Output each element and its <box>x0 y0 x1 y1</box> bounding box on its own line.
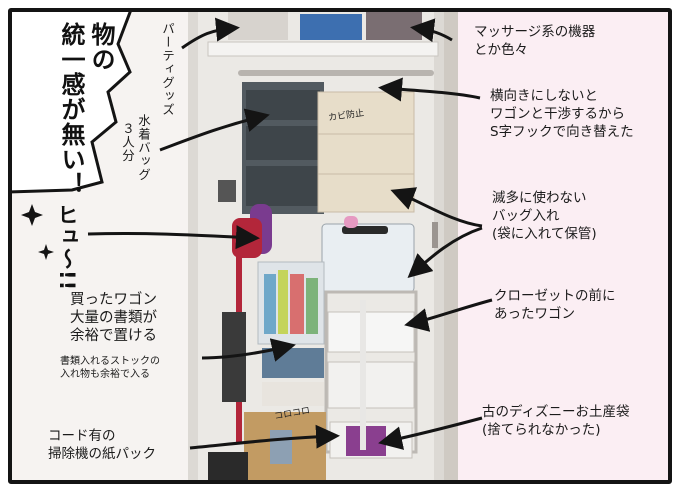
sound-effect: ヒュ〜!! <box>55 204 79 292</box>
party-goods-box <box>228 12 288 40</box>
label-bought-wagon-line1: 買ったワゴン <box>70 292 157 308</box>
door-latch <box>432 222 438 248</box>
label-massage-line1: マッサージ系の機器 <box>474 24 596 40</box>
label-rare-bags-line1: 滅多に使わない <box>492 190 587 206</box>
label-wagon-front-line1: クローゼットの前に <box>494 288 616 304</box>
wall-mount <box>222 312 246 402</box>
speech-bubble-line1: 統一感が無い！ <box>57 22 85 197</box>
label-disney-line2: (捨てられなかった) <box>482 422 601 438</box>
label-swim-bags: 水着バッグ <box>136 114 151 182</box>
label-vacuum-pack-line1: コード有の <box>48 428 116 444</box>
label-s-hook-line2: ワゴンと干渉するから <box>490 106 625 122</box>
vacuum-handle <box>218 180 236 202</box>
hanging-rod <box>238 70 434 76</box>
massage-items <box>366 12 422 40</box>
label-rare-bags-line2: バッグ入れ <box>492 208 560 224</box>
label-vacuum-pack-line2: 掃除機の紙パック <box>48 446 156 462</box>
blue-basket <box>300 14 362 40</box>
label-s-hook-line1: 横向きにしないと <box>490 88 598 104</box>
label-bought-wagon-line2: 大量の書類が <box>70 310 157 326</box>
label-swim-bags-count: ３人分 <box>120 122 135 163</box>
pink-item <box>344 216 358 228</box>
vacuum-pack-box <box>270 430 292 464</box>
label-disney-line1: 古のディズニーお土産袋 <box>482 404 630 420</box>
closet-door-edge <box>444 12 458 480</box>
document-tray <box>262 348 324 378</box>
top-shelf <box>207 41 439 57</box>
speech-bubble-line2: 物の <box>87 22 115 72</box>
label-stock-note-line2: 入れ物も余裕で入る <box>60 369 150 380</box>
floor-dark <box>208 452 248 480</box>
label-stock-note-line1: 書類入れるストックの <box>60 356 160 367</box>
label-bought-wagon-line3: 余裕で置ける <box>70 328 157 344</box>
label-massage-line2: とか色々 <box>474 42 528 58</box>
clear-storage-box <box>321 223 415 293</box>
label-party-goods: パーティグッズ <box>160 22 175 117</box>
label-wagon-front-line2: あったワゴン <box>494 306 575 322</box>
comic-panel: カビ防止 コロコロ 統一感が無い！ 物の ヒュ〜!! パーティグ <box>8 8 672 484</box>
label-s-hook-line3: S字フックで向き替えた <box>490 124 634 140</box>
label-rare-bags-line3: (袋に入れて保管) <box>492 226 597 242</box>
